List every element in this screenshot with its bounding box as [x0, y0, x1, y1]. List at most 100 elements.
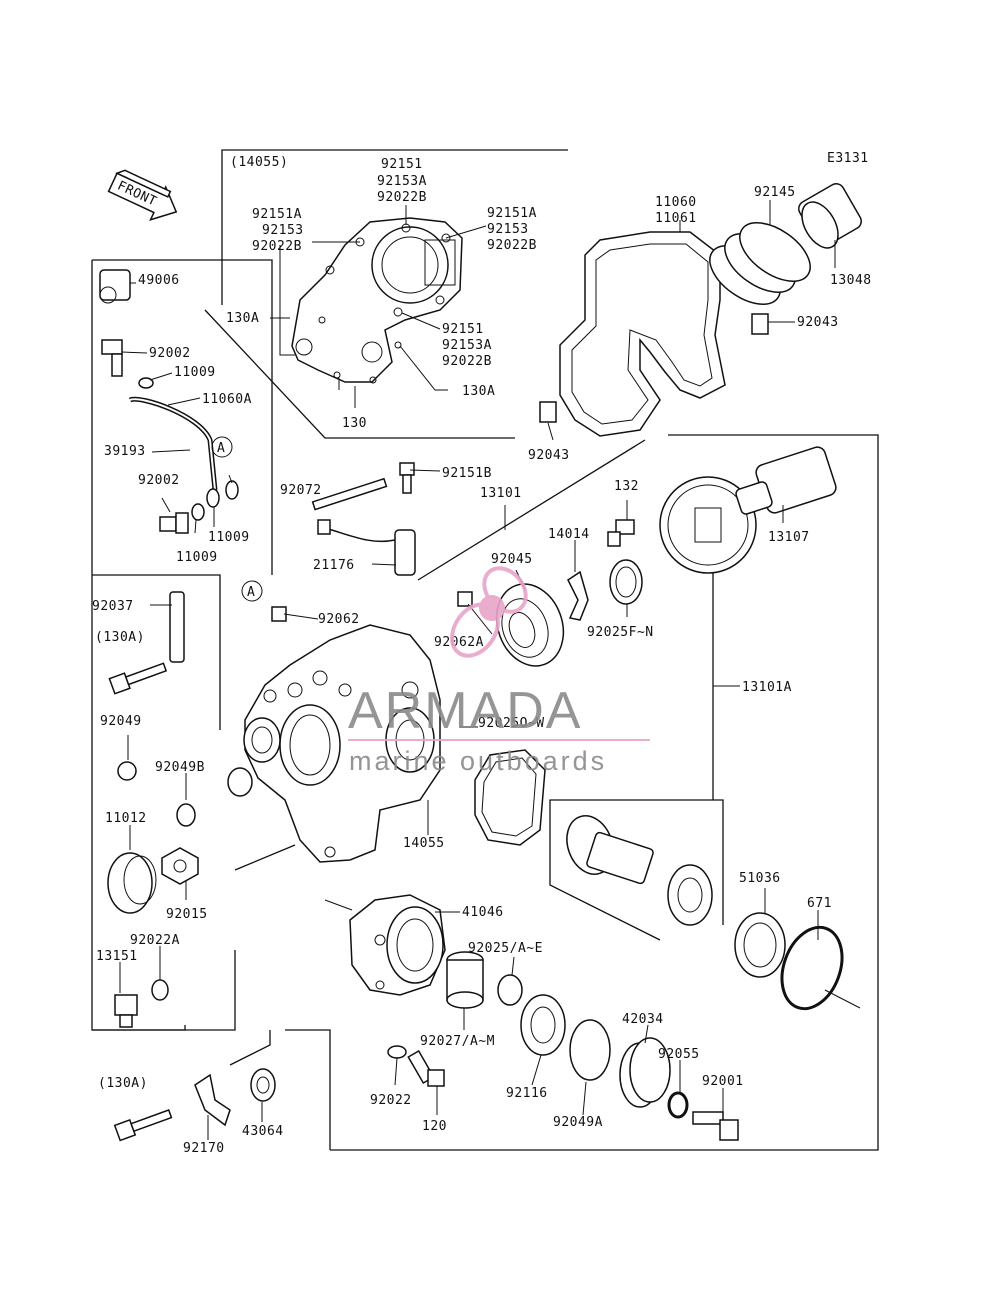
label-92055: 92055 — [658, 1047, 700, 1062]
washer-part — [191, 503, 205, 521]
label-92049a: 92049A — [553, 1115, 603, 1130]
label-92049b: 92049B — [155, 760, 205, 775]
bearing-part — [520, 994, 566, 1056]
cap-part — [107, 852, 157, 914]
bolt-part — [108, 662, 168, 695]
label-92025o-w: 92025O~W — [478, 716, 545, 731]
label-92062a: 92062A — [434, 635, 484, 650]
label-13151: 13151 — [96, 949, 138, 964]
leader-lines — [119, 200, 861, 1140]
washer-part — [387, 1045, 407, 1059]
label-92153a: 92153A — [442, 338, 492, 353]
watermark-brand: ARMADA — [348, 682, 582, 740]
label-92022: 92022 — [370, 1093, 412, 1108]
washer-part — [206, 488, 220, 508]
gasket-part — [559, 231, 726, 437]
drive-gear-part — [566, 815, 713, 926]
sleeve-part — [446, 951, 484, 1009]
washer-part — [225, 480, 239, 500]
label-92043: 92043 — [528, 448, 570, 463]
label-130a-paren: (130A) — [95, 630, 145, 645]
bearing-part — [495, 583, 565, 667]
washer-part — [151, 979, 169, 1001]
label-92153: 92153 — [262, 223, 304, 238]
diagram-id: E3131 — [827, 151, 869, 166]
bolt-part — [159, 512, 189, 534]
nut-part — [161, 847, 199, 885]
o-ring-part — [667, 1091, 689, 1119]
rear-cover-part — [291, 217, 463, 384]
shim-part — [609, 559, 643, 605]
label-21176: 21176 — [313, 558, 355, 573]
label-51036: 51036 — [739, 871, 781, 886]
coupler-part — [798, 183, 862, 249]
label-11060: 11060 — [655, 195, 697, 210]
label-14014: 14014 — [548, 527, 590, 542]
bushing-part — [539, 401, 557, 423]
o-ring-part — [780, 925, 844, 1011]
plug-part — [114, 994, 138, 1028]
label-92153: 92153 — [487, 222, 529, 237]
drive-housing-part — [349, 894, 446, 996]
seal-part — [117, 761, 137, 781]
label-92022b: 92022B — [377, 190, 427, 205]
seal-part — [569, 1019, 611, 1081]
ref-marker-a — [241, 580, 263, 602]
gear-shaft-part — [735, 446, 837, 515]
front-arrow-icon: FRONT — [107, 169, 178, 221]
label-92022b: 92022B — [487, 238, 537, 253]
oil-seal-part — [734, 912, 786, 978]
label-92151: 92151 — [381, 157, 423, 172]
label-42034: 42034 — [622, 1012, 664, 1027]
watermark: ARMADA marine outboards — [348, 566, 650, 776]
bolt-part — [113, 1109, 173, 1142]
sensor-part — [317, 519, 416, 576]
propeller-logo-icon — [450, 566, 528, 658]
label-92116: 92116 — [506, 1086, 548, 1101]
seal-part — [227, 767, 253, 797]
label-13048: 13048 — [830, 273, 872, 288]
label-39193: 39193 — [104, 444, 146, 459]
bolt-part — [399, 462, 415, 494]
label-92002: 92002 — [149, 346, 191, 361]
label-130a: 130A — [462, 384, 495, 399]
label-92151a: 92151A — [252, 207, 302, 222]
bracket-part — [194, 1073, 231, 1127]
label-92145: 92145 — [754, 185, 796, 200]
label-92151a: 92151A — [487, 206, 537, 221]
bracket-part — [567, 570, 589, 621]
watermark-tagline: marine outboards — [349, 746, 607, 776]
label-132: 132 — [614, 479, 639, 494]
gasket-part — [474, 749, 546, 846]
bolt-part — [692, 1111, 739, 1141]
stay-part — [169, 591, 185, 663]
label-92072: 92072 — [280, 483, 322, 498]
svg-text:A: A — [247, 585, 255, 600]
label-92027-a-m: 92027/A~M — [420, 1034, 495, 1049]
label-11060a: 11060A — [202, 392, 252, 407]
group-label: (14055) — [230, 155, 288, 170]
bolt-part — [101, 339, 123, 377]
label-671: 671 — [807, 896, 832, 911]
label-92170: 92170 — [183, 1141, 225, 1156]
label-92022a: 92022A — [130, 933, 180, 948]
label-13101: 13101 — [480, 486, 522, 501]
label-92049: 92049 — [100, 714, 142, 729]
label-11012: 11012 — [105, 811, 147, 826]
pin-part — [271, 606, 287, 622]
label-130: 130 — [342, 416, 367, 431]
label-92025-a-e: 92025/A~E — [468, 941, 543, 956]
label-92025f-n: 92025F~N — [587, 625, 654, 640]
collar-part — [250, 1068, 276, 1102]
label-11009: 11009 — [208, 530, 250, 545]
label-92062: 92062 — [318, 612, 360, 627]
clamp-part — [311, 477, 388, 511]
callout-labels: 92151 92153A 92022B 92151A 92153 92022B … — [92, 157, 872, 1156]
bushing-part — [751, 313, 769, 335]
label-92153a: 92153A — [377, 174, 427, 189]
label-49006: 49006 — [138, 273, 180, 288]
label-92043: 92043 — [797, 315, 839, 330]
gear-case-part — [243, 624, 441, 863]
label-92151: 92151 — [442, 322, 484, 337]
label-92022b: 92022B — [252, 239, 302, 254]
